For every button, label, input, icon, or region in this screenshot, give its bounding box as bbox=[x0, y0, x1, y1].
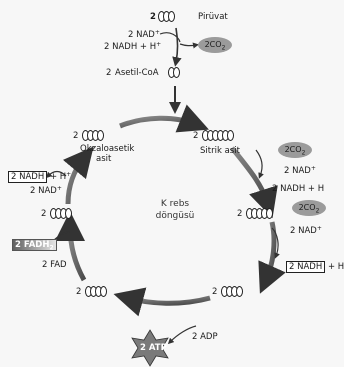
nadh-step2: 2 NADH + H bbox=[286, 261, 344, 273]
arc-left-up bbox=[62, 146, 94, 205]
oxalo-count: 2 bbox=[73, 131, 79, 141]
pyruvate-label: Pirüvat bbox=[198, 12, 228, 22]
c5-carbons bbox=[246, 208, 273, 219]
pyruvate-to-acetyl-arrow bbox=[172, 27, 182, 67]
c4-left-carbons bbox=[50, 208, 72, 219]
co2-top-ellipse: 2CO2 bbox=[198, 37, 232, 53]
cycle-name-line2: döngüsü bbox=[155, 211, 195, 221]
left-nadh-arrow bbox=[45, 170, 67, 179]
atp-arrow bbox=[167, 325, 197, 345]
acetyl-carbons bbox=[168, 67, 180, 78]
atp-label: 2 ATP bbox=[140, 343, 167, 353]
pyruvate-carbons bbox=[158, 11, 175, 22]
c4-bottom-carbons bbox=[85, 286, 107, 297]
oxalo-carbons bbox=[82, 130, 104, 141]
co2-step1: 2CO2 bbox=[278, 142, 312, 158]
co2-top-arrow bbox=[179, 42, 199, 49]
nad-step2: 2 NAD+ bbox=[290, 225, 322, 236]
adp-label: 2 ADP bbox=[192, 332, 218, 342]
nad-step1: 2 NAD+ bbox=[284, 165, 316, 176]
co2-step2: 2CO2 bbox=[292, 200, 326, 216]
arc-citric-to-c5 bbox=[230, 146, 278, 219]
citric-carbons bbox=[202, 130, 234, 141]
cycle-center-label: K rebs döngüsü bbox=[150, 198, 200, 222]
fadh-label: 2 FADH2 bbox=[12, 239, 57, 254]
c4-right-carbons bbox=[221, 286, 243, 297]
acetyl-count: 2 bbox=[106, 68, 112, 78]
arc-c4-to-c4bottom bbox=[113, 287, 211, 317]
arc-oxalo-to-citric bbox=[119, 104, 209, 133]
cycle-name-line1: K rebs bbox=[160, 199, 190, 209]
nad-in-label: 2 NAD+ bbox=[128, 29, 160, 40]
nad-curve-arrow bbox=[159, 32, 181, 43]
step1-arrow bbox=[255, 149, 264, 179]
pyruvate-count: 2 bbox=[150, 12, 156, 22]
arc-c4bottom-to-c4left bbox=[55, 211, 87, 282]
nadh-out-label: 2 NADH + H+ bbox=[104, 41, 162, 52]
c4-bottom-count: 2 bbox=[76, 287, 82, 297]
acetyl-label: Asetil-CoA bbox=[115, 68, 159, 78]
c4-left-count: 2 bbox=[41, 209, 47, 219]
c4-right-count: 2 bbox=[212, 287, 218, 297]
left-nad-label: 2 NAD+ bbox=[30, 185, 62, 196]
citric-label: Sitrik asit bbox=[200, 146, 240, 156]
oxalo-label-1: Okzaloasetik bbox=[80, 144, 135, 154]
atp-star bbox=[131, 329, 169, 367]
nadh-step1: 2 NADH + H bbox=[272, 184, 325, 194]
oxalo-label-2: asit bbox=[96, 154, 112, 164]
left-nadh-label: 2 NADH + H+ bbox=[8, 170, 71, 183]
arc-c5-to-c4 bbox=[258, 221, 286, 294]
fad-label: 2 FAD bbox=[42, 260, 67, 270]
step2-arrow bbox=[271, 227, 280, 259]
citric-count: 2 bbox=[193, 131, 199, 141]
c5-count: 2 bbox=[237, 209, 243, 219]
